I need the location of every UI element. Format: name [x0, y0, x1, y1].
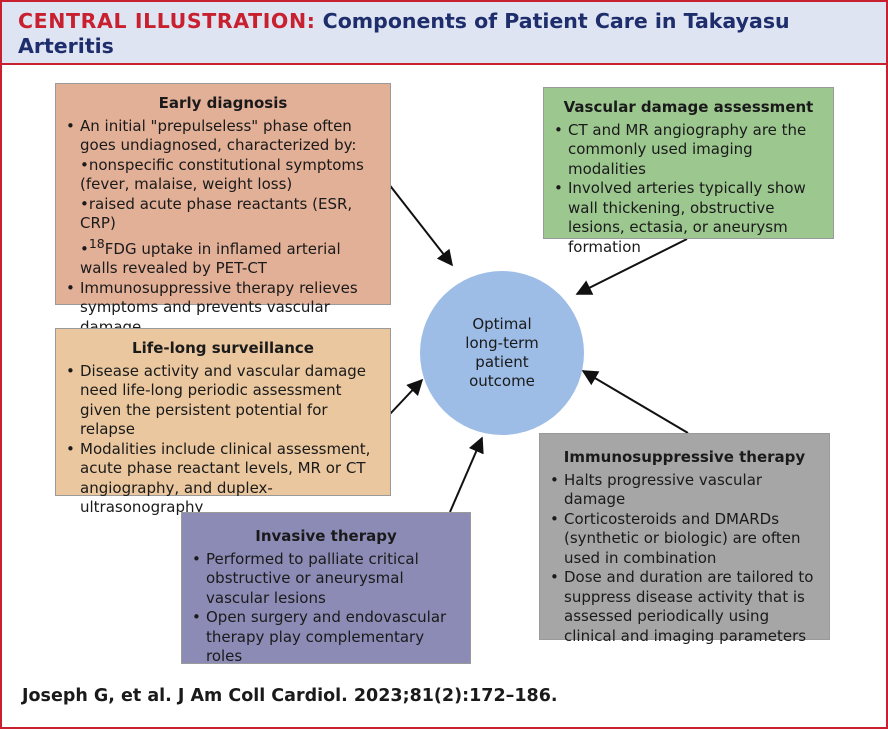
early-diagnosis-sub-1: nonspecific constitutional symptoms (fev…: [80, 156, 380, 195]
immunosuppressive-list: Halts progressive vascular damage Cortic…: [550, 471, 819, 647]
arrow-early-diagnosis: [387, 182, 453, 267]
invasive-therapy-box: Invasive therapy Performed to palliate c…: [181, 512, 471, 667]
list-item: Performed to palliate critical obstructi…: [192, 550, 460, 609]
vascular-damage-title: Vascular damage assessment: [563, 98, 814, 116]
list-item: Dose and duration are tailored to suppre…: [550, 568, 819, 646]
list-item: Halts progressive vascular damage: [550, 471, 819, 510]
surveillance-box: Life-long surveillance Disease activity …: [55, 328, 391, 516]
invasive-therapy-title: Invasive therapy: [255, 527, 397, 545]
surveillance-list: Disease activity and vascular damage nee…: [66, 362, 380, 518]
outcome-circle: Optimal long-term patient outcome: [420, 271, 584, 435]
immunosuppressive-title: Immunosuppressive therapy: [563, 448, 806, 466]
arrow-immunosuppressive: [581, 370, 689, 434]
early-diagnosis-bullet-1: An initial "prepulseless" phase often go…: [80, 116, 357, 155]
outcome-line: Optimal: [472, 315, 532, 333]
early-diagnosis-title: Early diagnosis: [158, 94, 288, 112]
immunosuppressive-box: Immunosuppressive therapy Halts progress…: [539, 433, 830, 645]
arrow-layer: [387, 182, 689, 513]
figure-title-text: Components of Patient Care in Takayasu A…: [18, 9, 790, 58]
early-diagnosis-list: An initial "prepulseless" phase often go…: [66, 117, 380, 338]
outcome-line: patient: [475, 353, 529, 371]
vascular-damage-box: Vascular damage assessment CT and MR ang…: [543, 87, 834, 256]
list-item: Immunosuppressive therapy relieves sympt…: [66, 279, 380, 338]
list-item: CT and MR angiography are the commonly u…: [554, 121, 823, 180]
arrow-invasive: [449, 436, 484, 513]
diagram-area: Early diagnosis An initial "prepulseless…: [2, 65, 886, 679]
fdg-superscript: 18: [88, 235, 105, 251]
list-item: An initial "prepulseless" phase often go…: [66, 117, 380, 279]
invasive-therapy-list: Performed to palliate critical obstructi…: [192, 550, 460, 667]
early-diagnosis-bullet-2: Immunosuppressive therapy relieves sympt…: [80, 278, 358, 336]
outcome-line: long-term: [465, 334, 539, 352]
citation: Joseph G, et al. J Am Coll Cardiol. 2023…: [22, 686, 558, 706]
outcome-line: outcome: [469, 372, 535, 390]
list-item: Modalities include clinical assessment, …: [66, 440, 380, 518]
early-diagnosis-sub-2: raised acute phase reactants (ESR, CRP): [80, 195, 380, 234]
list-item: Involved arteries typically show wall th…: [554, 179, 823, 257]
list-item: Disease activity and vascular damage nee…: [66, 362, 380, 440]
early-diagnosis-box: Early diagnosis An initial "prepulseless…: [55, 83, 391, 336]
figure-title: CENTRAL ILLUSTRATION: Components of Pati…: [18, 9, 878, 59]
early-diagnosis-sub-3: 18FDG uptake in inflamed arterial walls …: [80, 234, 380, 279]
figure-kicker: CENTRAL ILLUSTRATION:: [18, 9, 316, 33]
surveillance-title: Life-long surveillance: [132, 339, 314, 357]
vascular-damage-list: CT and MR angiography are the commonly u…: [554, 121, 823, 258]
list-item: Open surgery and endovascular therapy pl…: [192, 608, 460, 667]
arrow-surveillance: [389, 378, 424, 415]
list-item: Corticosteroids and DMARDs (synthetic or…: [550, 510, 819, 569]
header-banner: CENTRAL ILLUSTRATION: Components of Pati…: [2, 2, 886, 65]
